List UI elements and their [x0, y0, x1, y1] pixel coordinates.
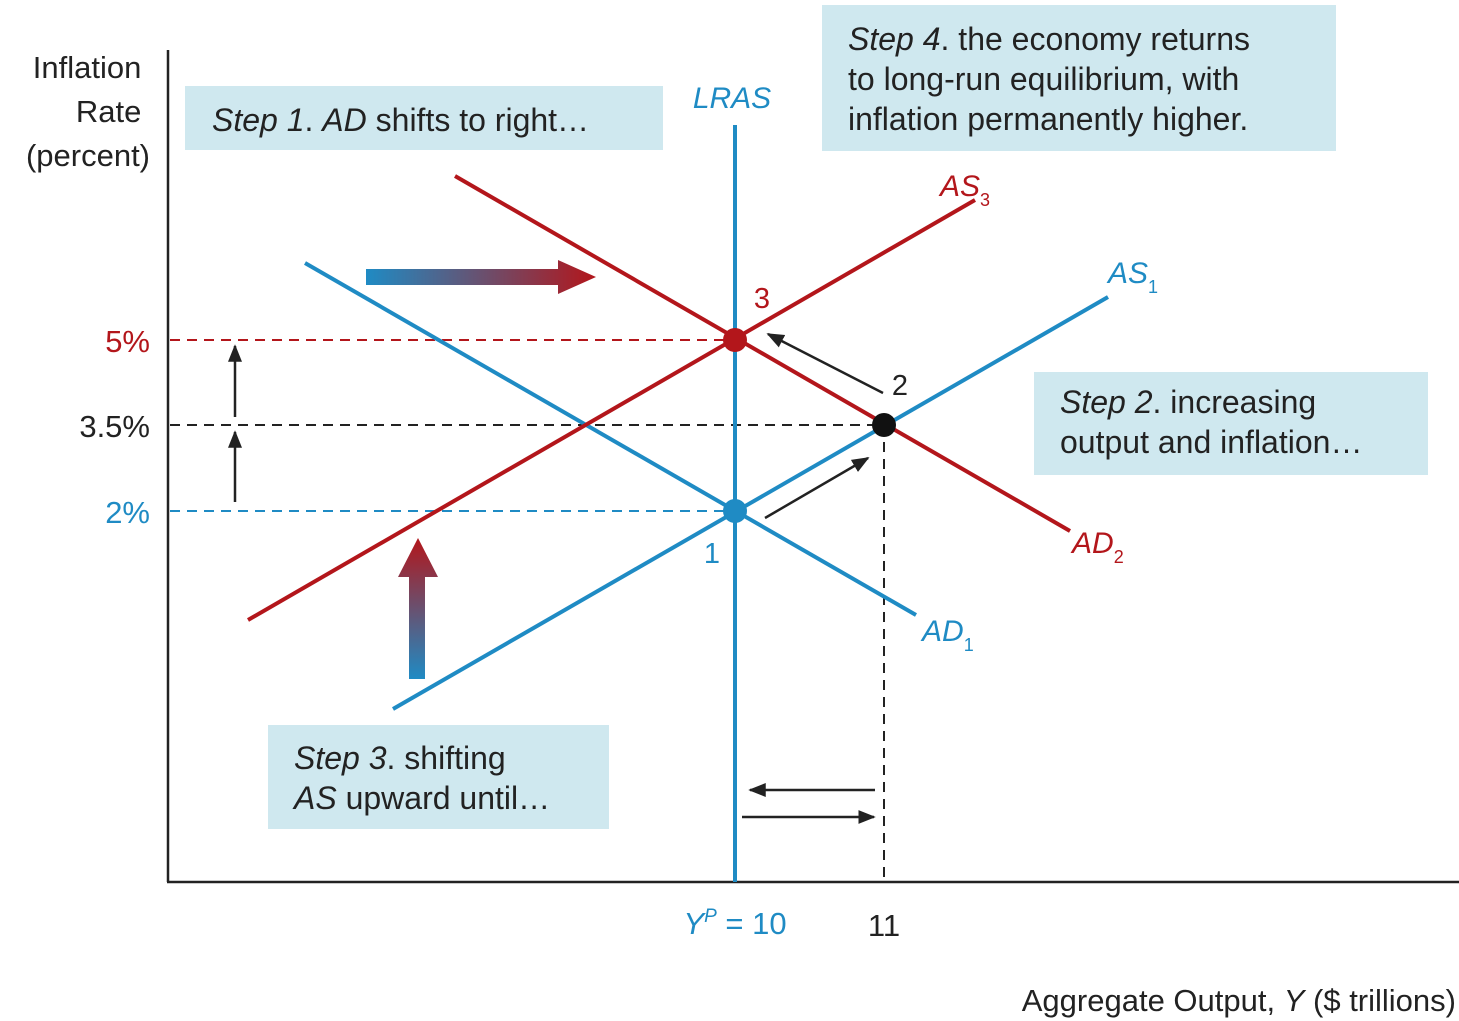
as1-curve	[392, 295, 1109, 711]
as3-label: AS3	[938, 170, 990, 210]
step3-text: Step 3. shifting AS upward until…	[292, 740, 550, 816]
point-2	[872, 413, 896, 437]
lras-label: LRAS	[693, 82, 771, 115]
point-3-label: 3	[754, 283, 770, 315]
point-2-label: 2	[892, 370, 908, 402]
step4-text: Step 4. the economy returns to long-run …	[848, 21, 1259, 137]
as-shift-arrow	[398, 538, 438, 679]
ad1-curve	[304, 261, 917, 617]
ad1-label: AD1	[920, 615, 974, 655]
ad2-curve	[454, 174, 1071, 533]
y-axis-label: Inflation Rate (percent)	[26, 50, 150, 173]
x-tick-potential-output: YP = 10	[683, 906, 786, 941]
point-3	[723, 328, 747, 352]
step1-box	[185, 86, 663, 150]
x-axis-label: Aggregate Output, Y ($ trillions)	[1022, 983, 1456, 1018]
arrow-1-to-2	[764, 456, 870, 520]
ad-shift-arrow	[366, 260, 596, 294]
y-tick-2pct: 2%	[105, 495, 150, 530]
step4-box	[822, 5, 1336, 151]
x-tick-11: 11	[868, 908, 900, 943]
y-tick-5pct: 5%	[105, 324, 150, 359]
point-1	[723, 499, 747, 523]
point-1-label: 1	[704, 538, 720, 570]
as3-curve	[246, 198, 977, 622]
step3-box	[268, 725, 609, 829]
y-tick-3-5pct: 3.5%	[79, 409, 150, 444]
step2-box	[1034, 372, 1428, 475]
ad2-label: AD2	[1070, 527, 1124, 567]
step1-text: Step 1. AD shifts to right…	[212, 102, 589, 138]
as1-label: AS1	[1106, 257, 1158, 297]
step2-text: Step 2. increasing output and inflation…	[1060, 384, 1362, 460]
arrow-2-to-3	[766, 332, 884, 395]
